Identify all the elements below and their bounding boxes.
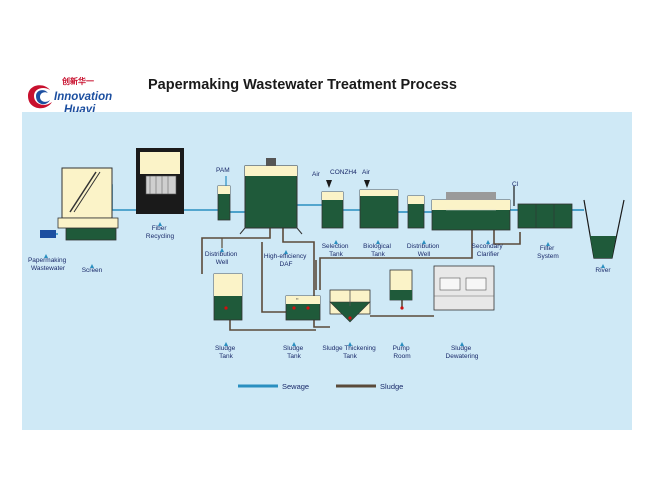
inlet-pipe bbox=[40, 230, 56, 238]
secondary-clarifier bbox=[431, 192, 511, 231]
label-sludge-tank-1: Sludge Tank bbox=[215, 345, 237, 360]
legend-sewage-label: Sewage bbox=[282, 382, 309, 391]
legend-sludge-label: Sludge bbox=[380, 382, 403, 391]
label-selection-tank: Selection Tank bbox=[322, 243, 351, 258]
sludge-tank-2: ▪▪ bbox=[285, 295, 321, 321]
label-filter-system: Filter System bbox=[537, 245, 559, 260]
river bbox=[583, 199, 625, 259]
label-conzh4: CONZH4 bbox=[330, 169, 357, 176]
label-fiber-recycling: Fiber Recycling bbox=[146, 225, 175, 240]
labels: Papermaking Wastewater Screen Fiber Recy… bbox=[28, 167, 611, 360]
daf-unit bbox=[239, 158, 303, 235]
label-high-efficiency-daf: High-efficiency DAF bbox=[264, 253, 308, 268]
label-cl: Cl bbox=[512, 181, 519, 188]
label-screen: Screen bbox=[82, 267, 103, 274]
label-air-1: Air bbox=[312, 171, 321, 178]
distribution-well-2 bbox=[407, 195, 425, 229]
sludge-pipes bbox=[201, 218, 521, 331]
biological-tank bbox=[359, 180, 399, 229]
label-secondary-clarifier: Secondary Clarifier bbox=[472, 243, 505, 258]
label-sludge-tank-2: Sludge Tank bbox=[283, 345, 305, 360]
page-title: Papermaking Wastewater Treatment Process bbox=[148, 77, 457, 93]
label-sludge-thickening-tank: Sludge Thickening Tank bbox=[322, 345, 377, 360]
diagram-background bbox=[22, 112, 632, 430]
logo-chinese-text: 创新华一 bbox=[61, 76, 94, 86]
sludge-dewatering-unit bbox=[433, 265, 495, 311]
label-markers bbox=[44, 222, 605, 346]
selection-tank bbox=[321, 180, 344, 229]
pam-dosing-unit bbox=[217, 176, 231, 221]
legend: Sewage Sludge bbox=[238, 382, 403, 391]
screen-unit bbox=[57, 167, 119, 241]
logo-line1-text: Innovation bbox=[54, 91, 112, 103]
label-papermaking-wastewater: Papermaking Wastewater bbox=[28, 257, 68, 272]
tiny-label-1: ▪▪ bbox=[296, 297, 298, 301]
filter-system bbox=[517, 203, 573, 229]
sludge-tank-1 bbox=[213, 273, 243, 321]
label-distribution-well-1: Distribution Well bbox=[205, 251, 239, 266]
fiber-recycling-unit bbox=[136, 148, 184, 214]
label-air-2: Air bbox=[362, 169, 371, 176]
label-pam: PAM bbox=[216, 167, 230, 174]
pump-room bbox=[389, 269, 413, 301]
pump-markers bbox=[224, 306, 404, 320]
sludge-thickening-tank bbox=[329, 289, 371, 323]
swirl-logo-mark bbox=[28, 85, 52, 109]
label-sludge-dewatering: Sludge Dewatering bbox=[446, 345, 479, 360]
label-biological-tank: Biological Tank bbox=[363, 243, 393, 258]
label-pump-room: Pump Room bbox=[393, 345, 412, 360]
label-distribution-well-2: Distribution Well bbox=[407, 243, 441, 258]
label-river: River bbox=[595, 267, 611, 274]
